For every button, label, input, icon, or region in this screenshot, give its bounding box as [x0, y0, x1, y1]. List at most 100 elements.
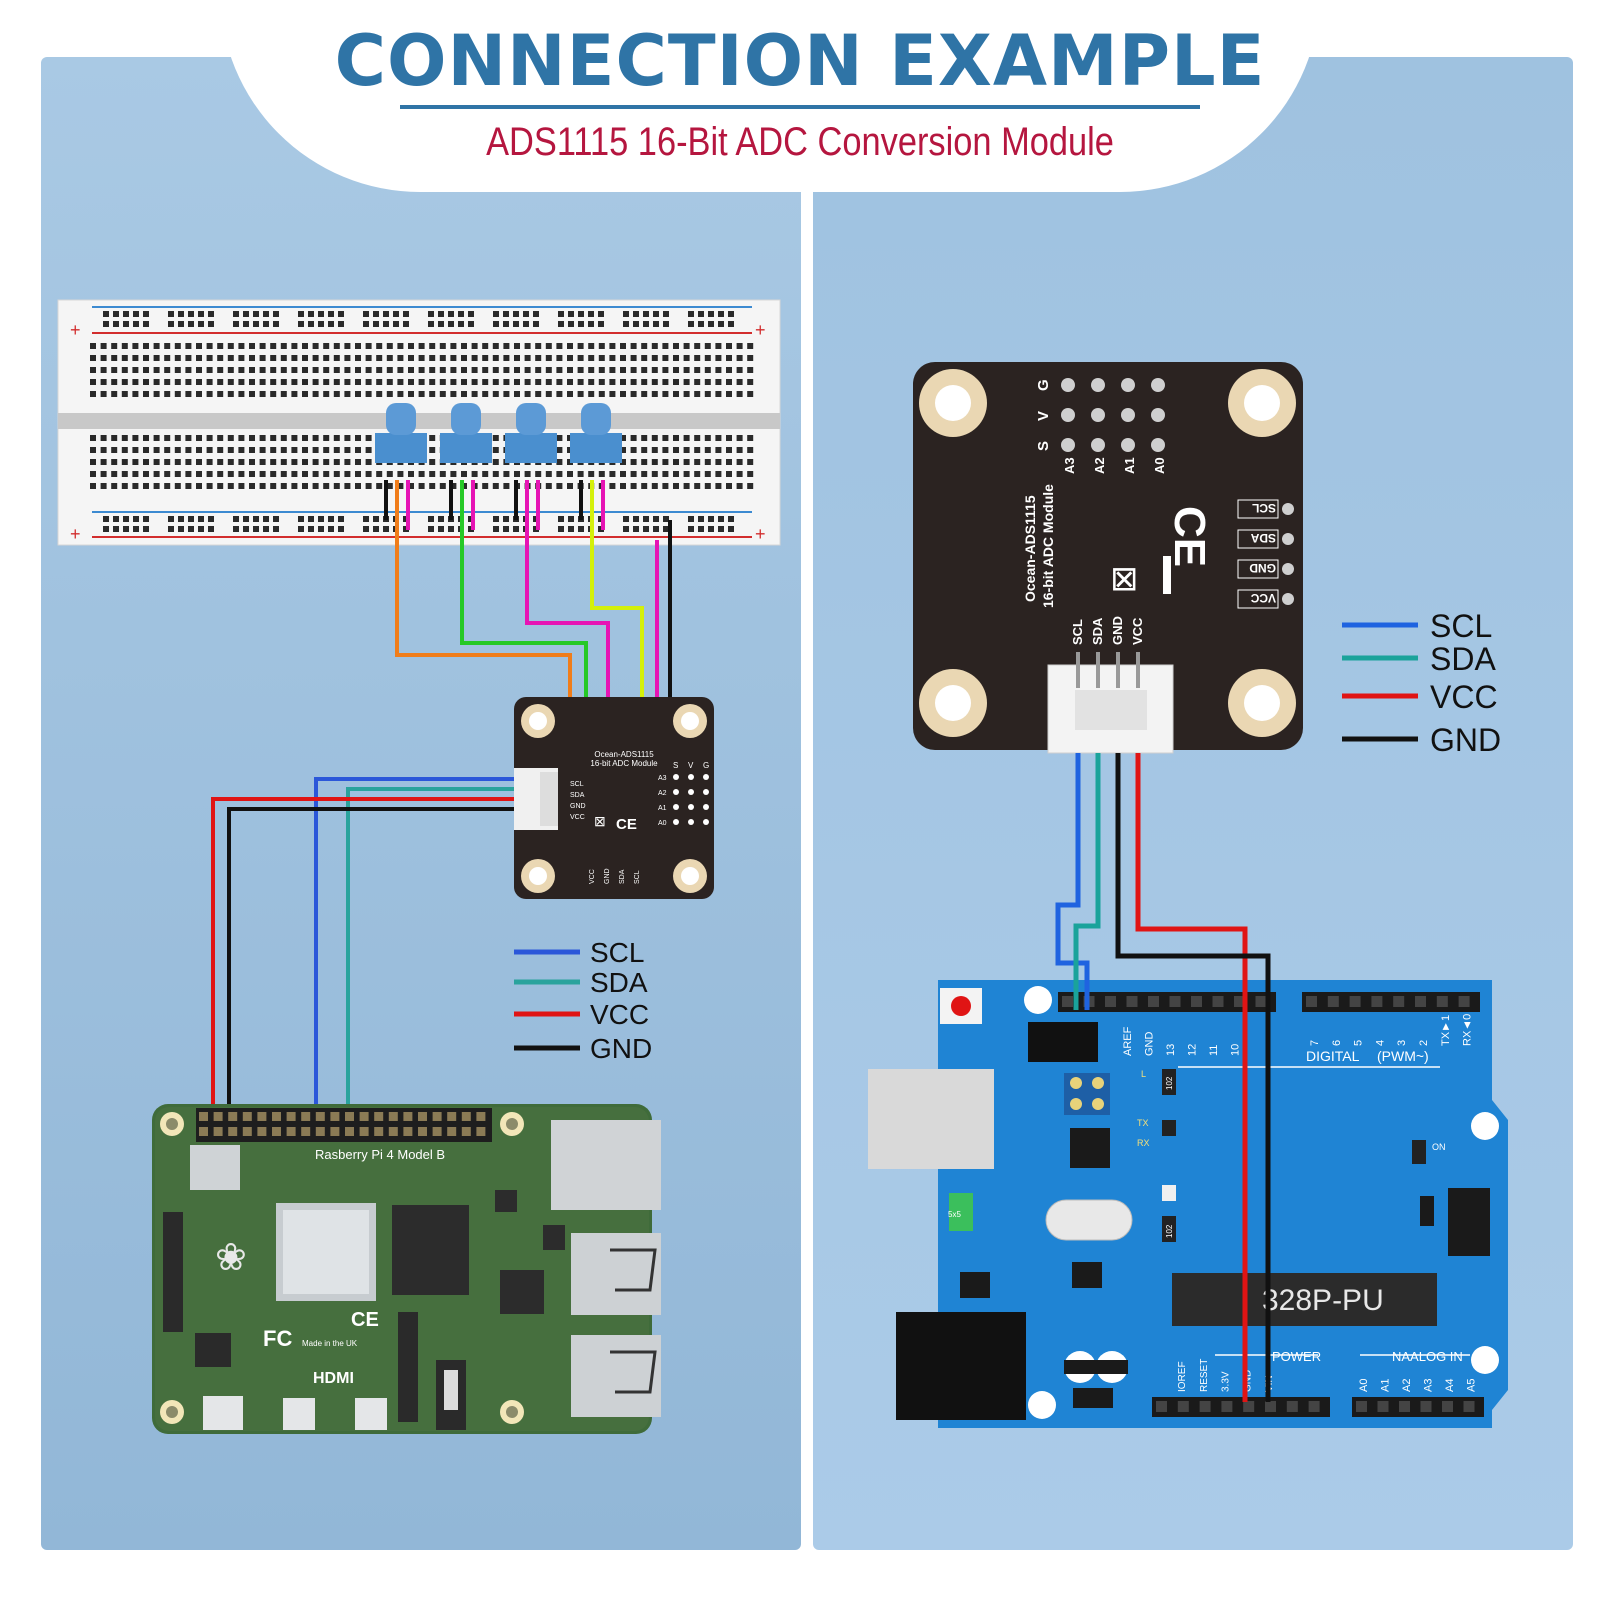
- breadboard-hole: [609, 391, 616, 397]
- digital-pin-label: 13: [1165, 1044, 1177, 1056]
- breadboard-hole: [233, 516, 239, 522]
- breadboard-hole: [344, 471, 351, 477]
- breadboard-hole: [694, 483, 701, 489]
- breadboard-hole: [143, 483, 149, 489]
- breadboard-hole: [403, 311, 409, 317]
- analog-wires: [395, 480, 672, 700]
- breadboard-hole: [630, 391, 637, 397]
- module-name: Ocean-ADS1115: [594, 750, 654, 759]
- digital-pin-label: TX►1: [1440, 1015, 1452, 1046]
- breadboard-hole: [461, 367, 467, 373]
- breadboard-hole: [270, 471, 277, 477]
- breadboard-hole: [164, 447, 171, 453]
- gpio-pin: [388, 1127, 398, 1136]
- breadboard-hole: [100, 459, 107, 465]
- breadboard-hole: [736, 471, 743, 477]
- breadboard-hole: [323, 459, 330, 465]
- module-pin: [703, 804, 709, 810]
- breadboard-hole: [715, 367, 722, 373]
- breadboard-hole: [704, 355, 711, 361]
- breadboard-hole: [217, 391, 224, 397]
- breadboard-hole: [493, 311, 499, 317]
- breadboard-hole: [259, 355, 266, 361]
- breadboard-hole: [651, 355, 658, 361]
- breadboard-hole: [198, 516, 204, 522]
- breadboard-hole: [567, 367, 573, 373]
- breadboard-hole: [482, 471, 489, 477]
- breadboard-hole: [302, 471, 308, 477]
- gpio-pin: [374, 1127, 384, 1136]
- breadboard-hole: [333, 459, 340, 465]
- breadboard-hole: [121, 367, 128, 373]
- breadboard-hole: [90, 343, 96, 349]
- breadboard-hole: [439, 355, 446, 361]
- breadboard-hole: [523, 311, 529, 317]
- digital-pin-label: 4: [1374, 1040, 1386, 1046]
- legend-label: VCC: [590, 999, 649, 1030]
- breadboard-hole: [233, 526, 239, 532]
- breadboard-hole: [249, 435, 255, 441]
- breadboard-hole: [633, 526, 639, 532]
- module-pin: [688, 819, 694, 825]
- breadboard-hole: [174, 367, 181, 373]
- breadboard-hole: [113, 321, 119, 327]
- breadboard-hole: [673, 367, 679, 373]
- breadboard-hole: [439, 367, 446, 373]
- breadboard-hole: [103, 526, 109, 532]
- breadboard-hole: [588, 379, 595, 385]
- breadboard-hole: [418, 471, 425, 477]
- breadboard-hole: [556, 435, 563, 441]
- gpio-pin: [374, 1112, 384, 1121]
- header-pin: [1191, 996, 1202, 1007]
- breadboard-hole: [683, 459, 690, 465]
- row-label: A1: [658, 805, 667, 812]
- power-label: POWER: [1272, 1349, 1321, 1364]
- col-label: V: [688, 761, 694, 770]
- breadboard-hole: [323, 343, 330, 349]
- breadboard-hole: [291, 459, 298, 465]
- breadboard-hole: [471, 343, 478, 349]
- breadboard-hole: [333, 435, 340, 441]
- breadboard-hole: [243, 526, 249, 532]
- breadboard-hole: [620, 379, 626, 385]
- gpio-pin: [447, 1112, 457, 1121]
- breadboard-hole: [168, 516, 174, 522]
- breadboard-hole: [386, 471, 393, 477]
- breadboard-hole: [545, 471, 552, 477]
- breadboard-hole: [328, 311, 334, 317]
- gpio-pin: [286, 1127, 296, 1136]
- breadboard-hole: [630, 355, 637, 361]
- breadboard-hole: [715, 343, 722, 349]
- breadboard-hole: [263, 321, 269, 327]
- breadboard-hole: [217, 343, 224, 349]
- breadboard-hole: [503, 391, 510, 397]
- breadboard-hole: [206, 459, 213, 465]
- breadboard-hole: [397, 483, 404, 489]
- breadboard-hole: [683, 379, 690, 385]
- breadboard-hole: [429, 471, 436, 477]
- breadboard-hole: [493, 321, 499, 327]
- breadboard-hole: [238, 447, 245, 453]
- breadboard-hole: [249, 379, 255, 385]
- breadboard-hole: [153, 447, 160, 453]
- breadboard-hole: [355, 447, 361, 453]
- breadboard-hole: [298, 516, 304, 522]
- module-pin: [1061, 408, 1075, 422]
- breadboard-hole: [174, 471, 181, 477]
- breadboard-hole: [694, 343, 701, 349]
- breadboard-hole: [492, 391, 499, 397]
- breadboard-hole: [673, 483, 679, 489]
- breadboard-hole: [471, 367, 478, 373]
- breadboard-hole: [280, 355, 287, 361]
- legend-label: GND: [1430, 722, 1501, 758]
- breadboard-hole: [312, 459, 319, 465]
- breadboard-hole: [683, 343, 690, 349]
- breadboard-hole: [153, 379, 160, 385]
- gpio-pin: [301, 1127, 311, 1136]
- breadboard-hole: [643, 526, 649, 532]
- breadboard-hole: [270, 379, 277, 385]
- row-label: A0: [658, 820, 667, 827]
- breadboard-hole: [609, 355, 616, 361]
- breadboard-hole: [132, 355, 139, 361]
- breadboard-hole: [704, 343, 711, 349]
